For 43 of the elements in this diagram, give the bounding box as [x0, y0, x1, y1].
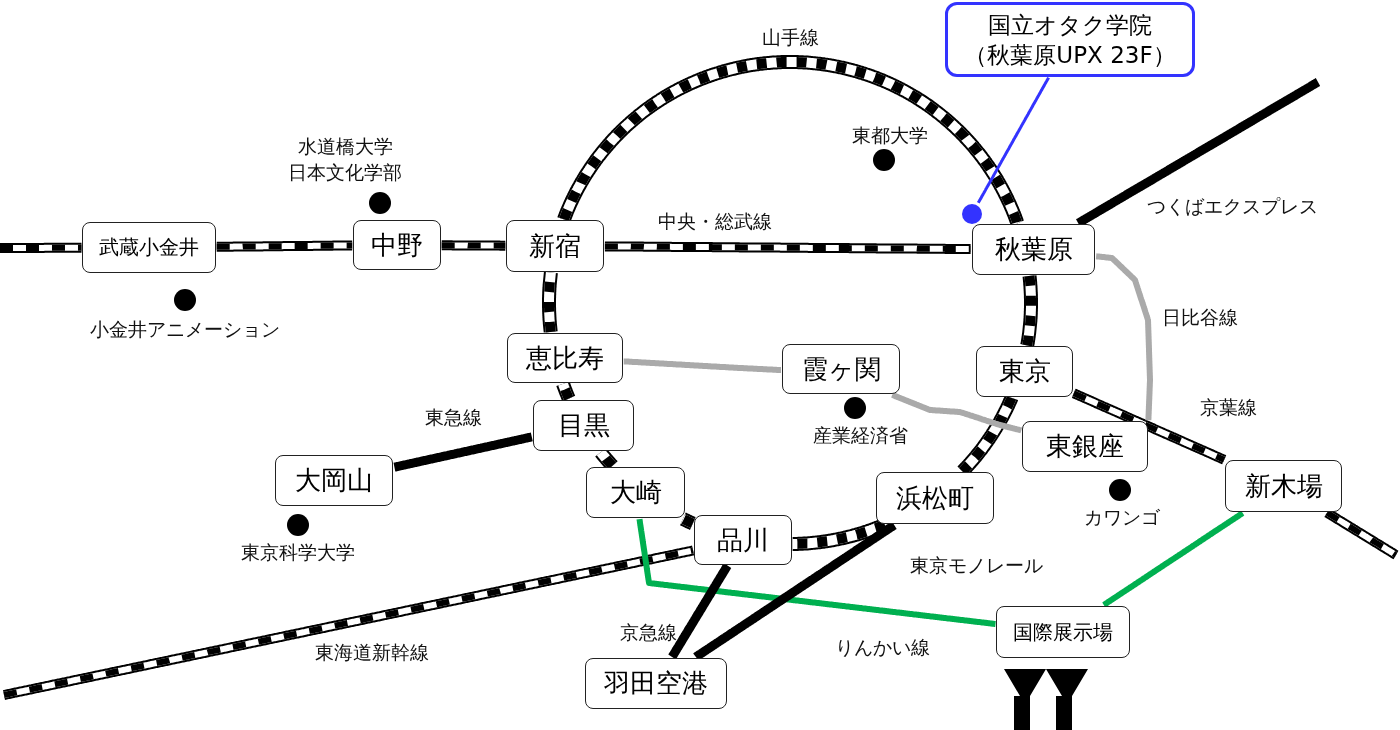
station-box: 秋葉原 — [972, 224, 1095, 275]
railway-line — [1101, 510, 1245, 608]
line-name: 中央・総武線 — [658, 209, 772, 234]
place-label: 水道橋大学 — [297, 134, 393, 159]
station-box: 品川 — [694, 515, 792, 565]
line-name: 東京モノレール — [909, 553, 1043, 578]
callout-box — [945, 2, 1195, 77]
station-box: 目黒 — [533, 400, 634, 451]
station-box: 新木場 — [1225, 460, 1342, 512]
station-box: 東銀座 — [1022, 421, 1148, 472]
station-box: 国際展示場 — [996, 606, 1130, 658]
place-label: 東京科学大学 — [241, 540, 355, 565]
station-box: 霞ヶ関 — [782, 344, 900, 394]
place-label: 小金井アニメーション — [90, 317, 280, 342]
line-name: 山手線 — [761, 25, 819, 50]
line-name: 京葉線 — [1199, 395, 1257, 420]
station-box: 恵比寿 — [507, 333, 623, 383]
station-box: 武蔵小金井 — [82, 222, 216, 273]
line-name: 東急線 — [424, 405, 482, 430]
leader-line — [977, 77, 1050, 204]
place-label: 東都大学 — [852, 123, 928, 148]
callout-title: 国立オタク学院 — [988, 10, 1152, 40]
railway-line — [1094, 253, 1153, 423]
line-name: つくばエクスプレス — [1146, 194, 1318, 219]
station-box: 大崎 — [586, 467, 685, 518]
line-name: りんかい線 — [834, 635, 930, 660]
callout-subtitle: （秋葉原UPX 23F） — [964, 40, 1176, 70]
station-box: 羽田空港 — [585, 658, 727, 709]
line-name: 日比谷線 — [1162, 305, 1238, 330]
station-box: 大岡山 — [275, 455, 393, 506]
railway-line — [621, 358, 783, 373]
station-box: 東京 — [976, 346, 1073, 397]
station-box: 中野 — [353, 220, 441, 270]
place-label: 日本文化学部 — [288, 160, 402, 185]
line-name: 京急線 — [619, 620, 677, 645]
railway-line — [890, 392, 1024, 434]
location-dot — [962, 204, 982, 224]
railway-line — [636, 517, 998, 627]
place-label: 産業経済省 — [812, 423, 908, 448]
station-box: 浜松町 — [876, 472, 994, 524]
line-name: 東海道新幹線 — [315, 640, 429, 665]
station-box: 新宿 — [506, 220, 604, 272]
place-label: カワンゴ — [1084, 505, 1160, 530]
